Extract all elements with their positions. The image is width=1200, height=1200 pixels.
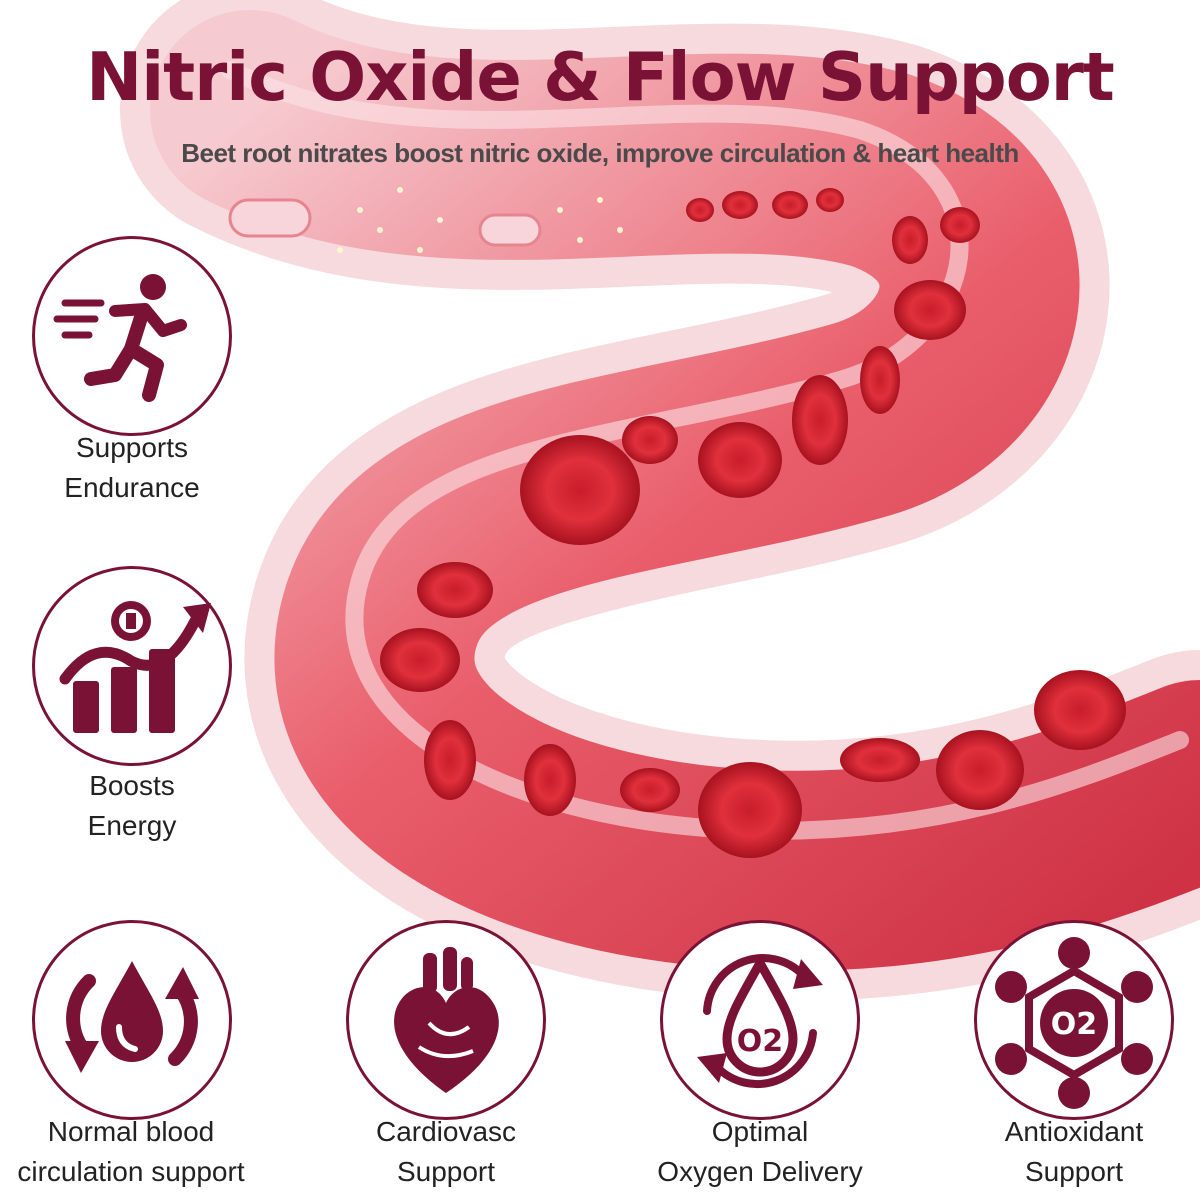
badge-antioxidant-label: Antioxidant Support: [1004, 1116, 1144, 1187]
page-title: Nitric Oxide & Flow Support: [86, 38, 1115, 116]
page-subtitle: Beet root nitrates boost nitric oxide, i…: [181, 138, 1019, 168]
badge-circulation: [32, 920, 232, 1120]
red-blood-cells: [380, 188, 1126, 858]
badge-antioxidant: O2: [974, 920, 1174, 1120]
capsule-particles: [228, 187, 623, 253]
badge-oxygen-delivery: O2: [660, 920, 860, 1120]
heart-icon: [394, 947, 499, 1093]
badge-energy-label: Boosts Energy: [87, 770, 177, 841]
runner-icon: [53, 274, 187, 402]
badge-energy: [32, 566, 232, 766]
energy-growth-icon: [59, 601, 211, 733]
badge-oxygen-delivery-label: Optimal Oxygen Delivery: [657, 1116, 863, 1187]
blood-drop-circulation-icon: [65, 961, 199, 1073]
oxygen-drop-icon: O2: [697, 953, 823, 1088]
badge-cardiovascular-label: Cardiovasc Support: [375, 1116, 517, 1187]
badge-circulation-label: Normal blood circulation support: [17, 1116, 245, 1187]
molecule-icon: O2: [995, 937, 1153, 1109]
molecule-oxygen-symbol: O2: [1051, 1007, 1097, 1042]
badge-endurance-label: Supports Endurance: [64, 432, 200, 503]
badge-endurance: [32, 236, 232, 436]
oxygen-symbol: O2: [737, 1024, 783, 1059]
badge-cardiovascular: [346, 920, 546, 1120]
